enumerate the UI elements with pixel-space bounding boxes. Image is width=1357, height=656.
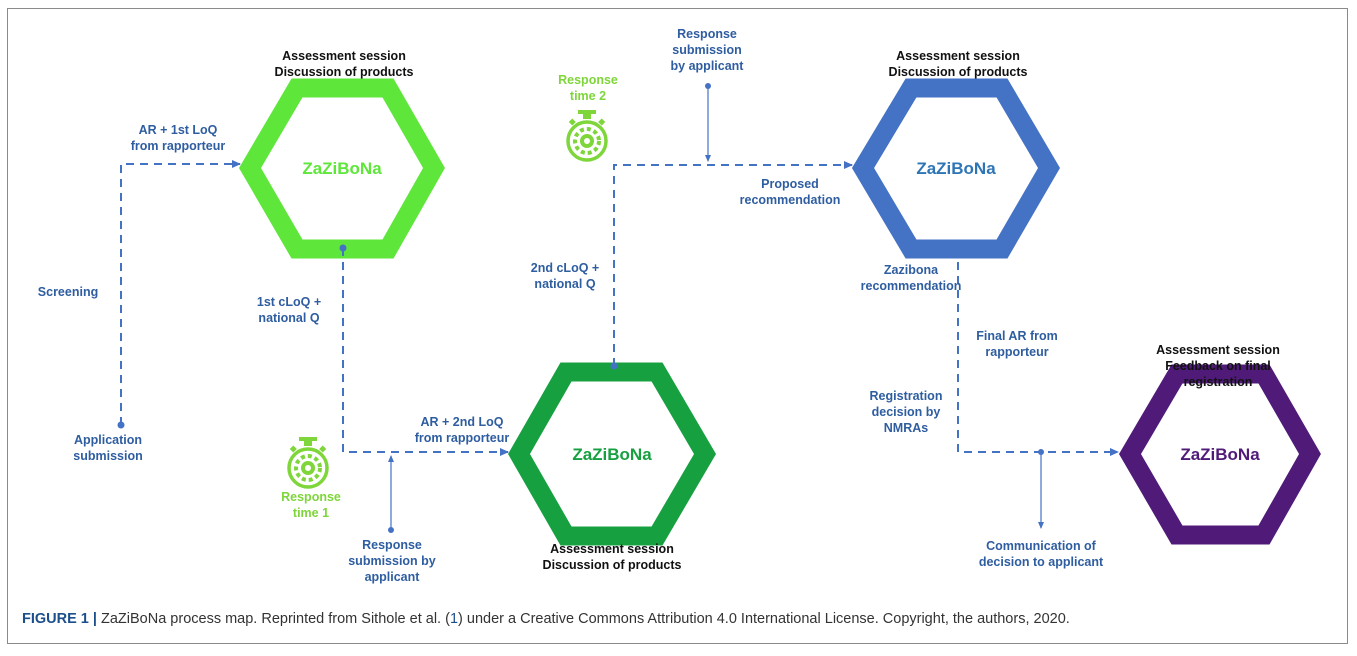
communication-label: Communication of decision to applicant <box>978 539 1104 569</box>
application-submission-label: Application submission <box>73 433 143 463</box>
timer-label: Response time 1 <box>281 490 341 520</box>
screening-label: Screening <box>37 285 99 299</box>
dot-application <box>117 421 125 429</box>
session-title: Assessment session Discussion of product… <box>274 49 414 79</box>
session-title: Assessment session Discussion of product… <box>542 542 682 572</box>
response-submission-label: Response submission by applicant <box>348 538 436 584</box>
hexagon-1 <box>238 78 445 259</box>
figure-number: FIGURE 1 | <box>22 611 97 627</box>
timer-label: Response time 2 <box>558 73 618 103</box>
flow-screening <box>120 160 241 425</box>
zazibona-recommendation-label: Zazibona recommendation <box>860 263 962 293</box>
reference-link[interactable]: 1 <box>449 611 459 627</box>
flow-second-cloq <box>613 161 853 366</box>
dot-response-1 <box>388 527 394 533</box>
dot-hex3-bottom <box>954 244 962 252</box>
proposed-recommendation-label: Proposed recommendation <box>739 177 841 207</box>
dot-communication <box>1038 449 1044 455</box>
flow-final <box>957 248 1119 456</box>
node-name: ZaZiBoNa <box>302 159 382 178</box>
stopwatch-icon <box>287 437 329 489</box>
process-map <box>117 78 1321 546</box>
session-title: Assessment session Feedback on final reg… <box>1156 343 1280 389</box>
dot-response-2 <box>705 83 711 89</box>
hexagon-3 <box>851 78 1061 259</box>
node-name: ZaZiBoNa <box>916 159 996 178</box>
caption-text: ZaZiBoNa process map. Reprinted from Sit… <box>96 611 450 627</box>
response-submission-label: Response submission by applicant <box>670 27 744 73</box>
stopwatch-icon <box>566 110 608 162</box>
dot-hex2-top <box>610 362 618 370</box>
dot-hex1-bottom <box>339 244 347 252</box>
ar-2nd-loq-label: AR + 2nd LoQ from rapporteur <box>414 415 510 445</box>
figure-frame <box>7 8 1348 644</box>
first-cloq-label: 1st cLoQ + national Q <box>256 295 322 325</box>
registration-decision-label: Registration decision by NMRAs <box>869 389 943 435</box>
session-title: Assessment session Discussion of product… <box>888 49 1028 79</box>
ar-1st-loq-label: AR + 1st LoQ from rapporteur <box>130 123 226 153</box>
hexagon-4 <box>1118 364 1321 545</box>
node-name: ZaZiBoNa <box>1180 445 1260 464</box>
hexagon-2 <box>508 362 717 546</box>
node-name: ZaZiBoNa <box>572 445 652 464</box>
caption-text: ) under a Creative Commons Attribution 4… <box>458 611 1070 627</box>
second-cloq-label: 2nd cLoQ + national Q <box>530 261 600 291</box>
figure-caption: FIGURE 1 | ZaZiBoNa process map. Reprint… <box>22 611 1342 627</box>
final-ar-label: Final AR from rapporteur <box>976 329 1058 359</box>
flow-first-cloq <box>342 248 509 456</box>
